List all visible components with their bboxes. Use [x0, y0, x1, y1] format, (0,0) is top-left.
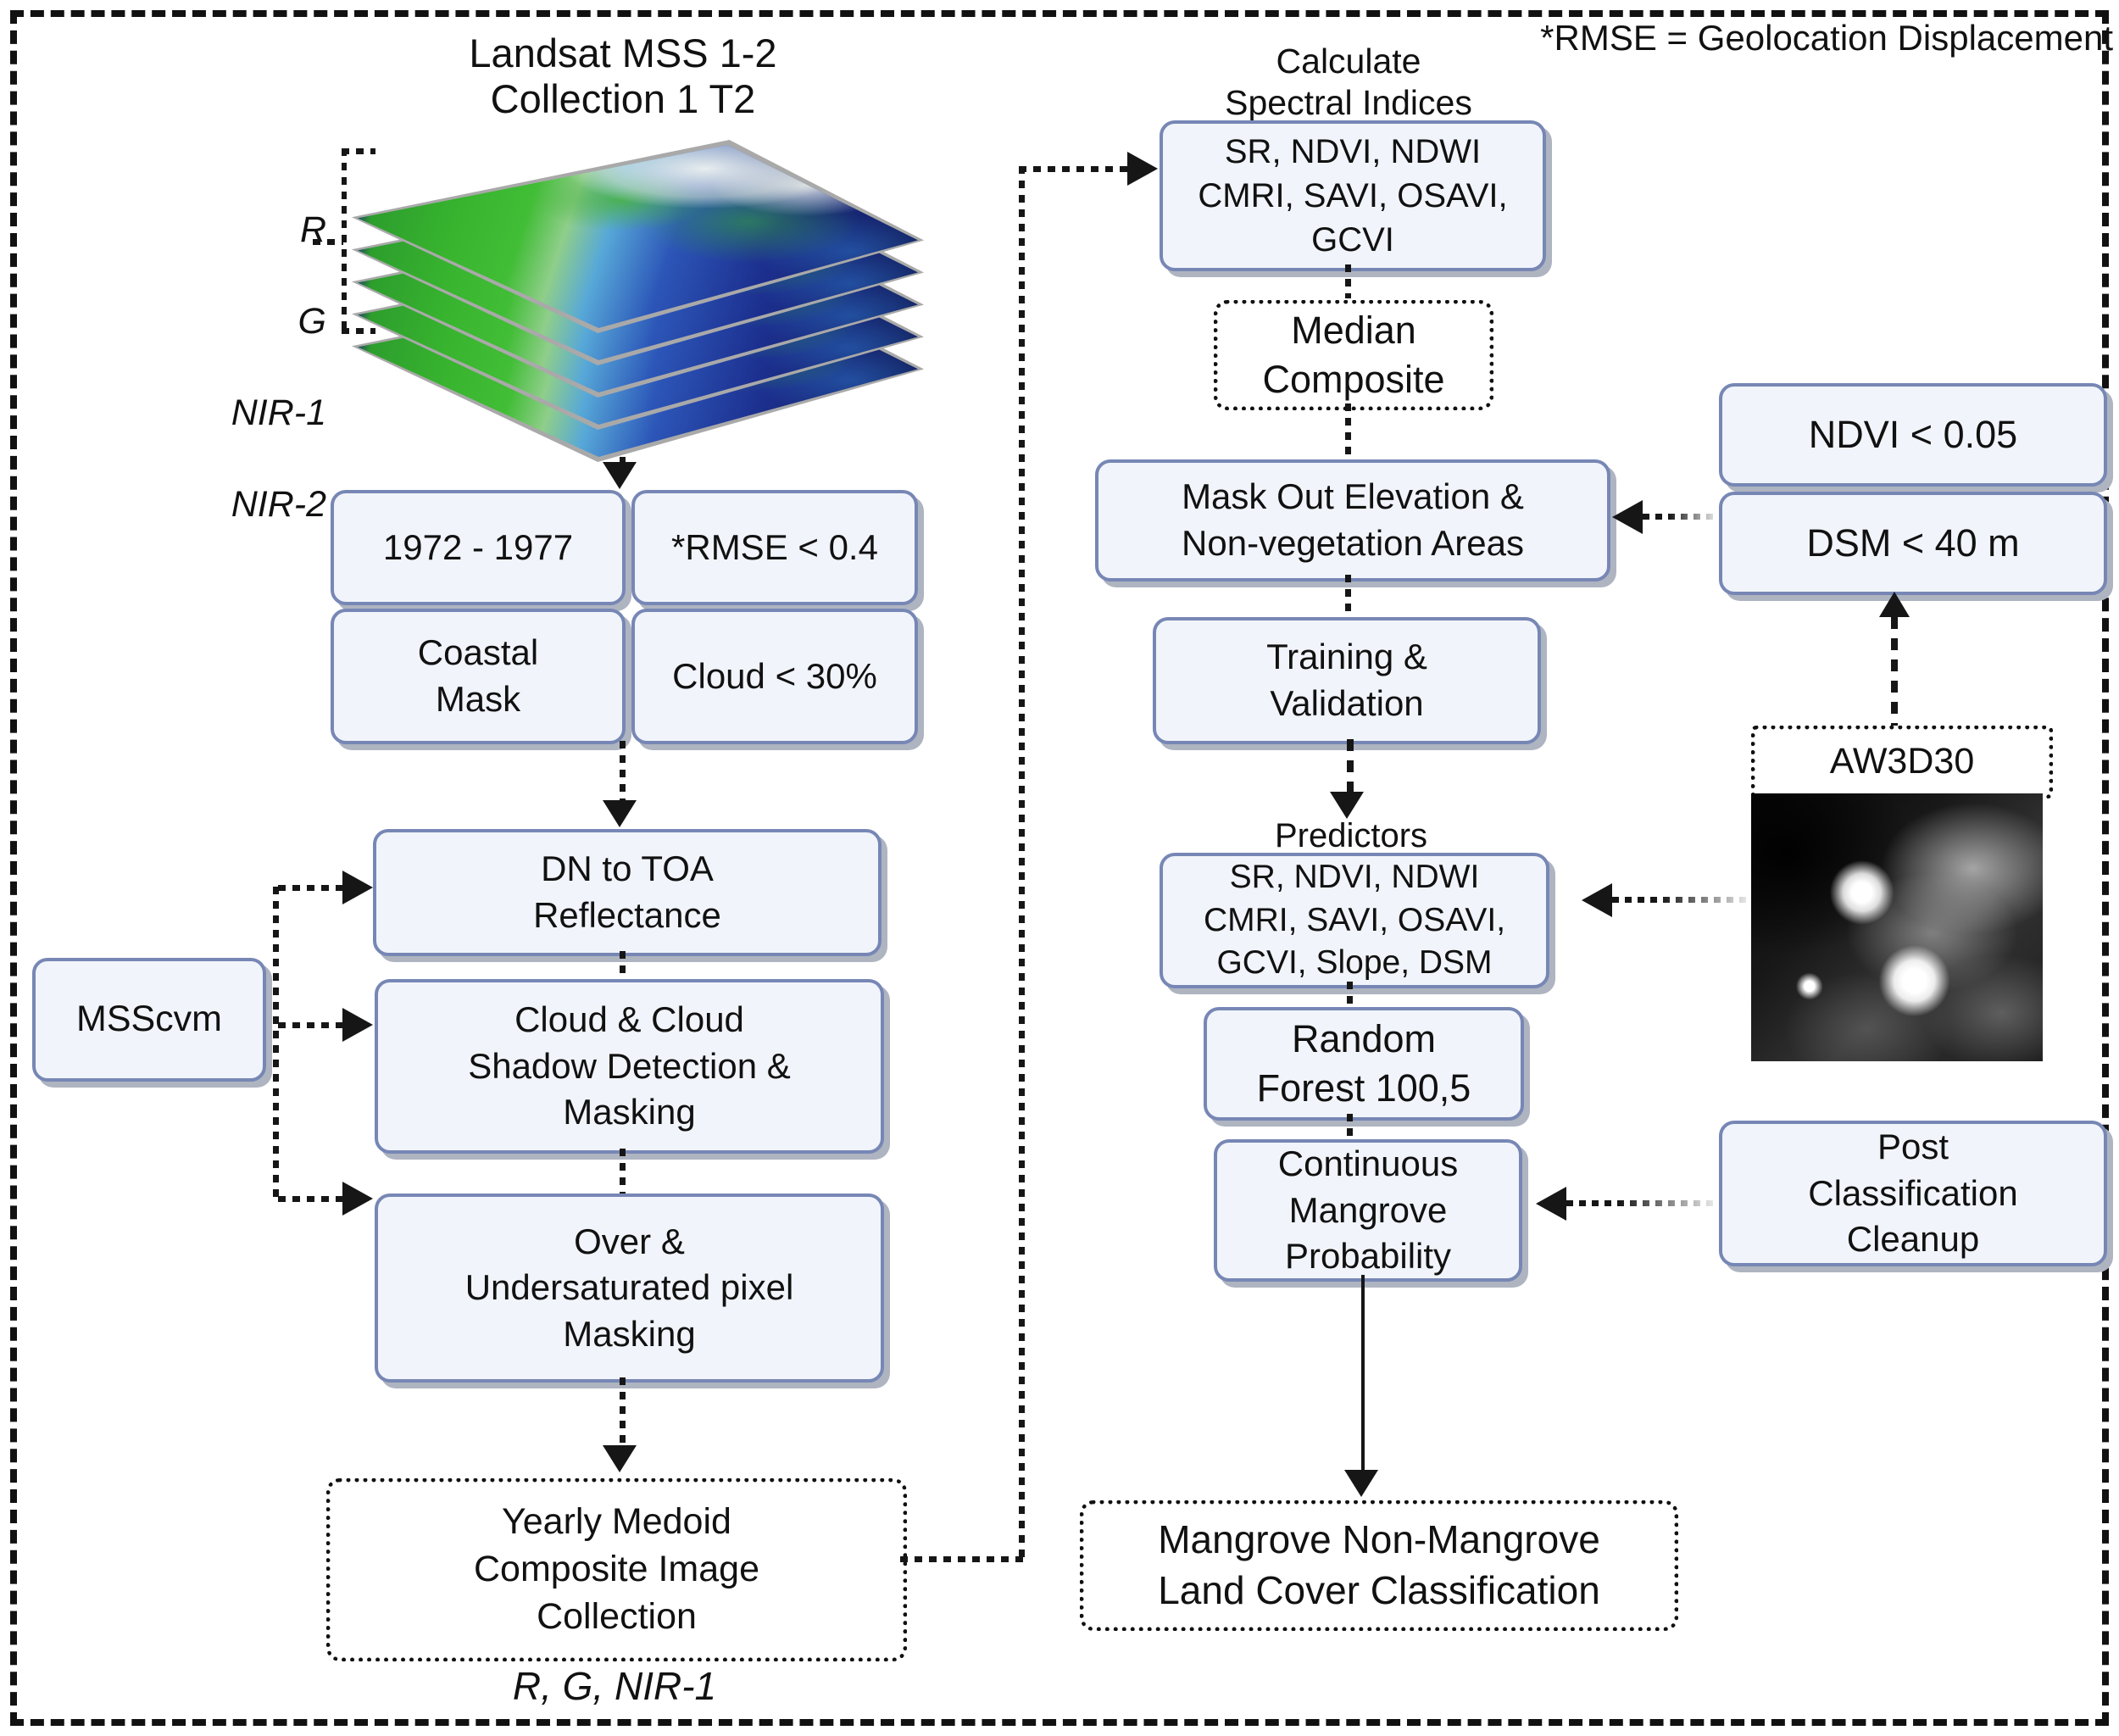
connector-medoid-up — [1019, 166, 1025, 1561]
arrow-left-icon — [1536, 1187, 1566, 1221]
connector-medoid-to-indices — [1019, 166, 1127, 172]
dsm-threshold-box: DSM < 40 m — [1719, 492, 2107, 595]
band-label-nir1: NIR-1 — [231, 392, 326, 433]
band-label-r: R — [299, 209, 326, 250]
arrow-down-icon — [1330, 792, 1364, 819]
dn-to-toa-box: DN to TOA Reflectance — [373, 829, 882, 956]
connector-medoid-right — [900, 1556, 1024, 1562]
msscvm-branch-2 — [278, 1022, 342, 1028]
band-bracket-tick-mid — [313, 239, 343, 245]
connector-median-mask — [1345, 403, 1351, 459]
saturation-mask-box: Over & Undersaturated pixel Masking — [375, 1194, 884, 1383]
band-label-g: G — [298, 301, 326, 342]
arrow-right-icon — [342, 1182, 373, 1216]
yearly-medoid-box: Yearly Medoid Composite Image Collection — [326, 1478, 907, 1661]
connector-cloudshadow-saturation — [620, 1149, 626, 1194]
band-bracket-tick-top — [342, 148, 375, 154]
ndvi-threshold-box: NDVI < 0.05 — [1719, 383, 2107, 487]
coastal-mask-box: Coastal Mask — [331, 609, 626, 744]
calc-indices-label: Calculate Spectral Indices — [1225, 42, 1472, 123]
arrow-down-icon — [603, 1445, 637, 1472]
random-forest-box: Random Forest 100,5 — [1204, 1007, 1524, 1121]
arrow-right-icon — [1127, 152, 1158, 186]
connector-predictors-rf — [1347, 982, 1353, 1007]
msscvm-branch-line — [273, 887, 279, 1202]
cloud-shadow-box: Cloud & Cloud Shadow Detection & Masking — [375, 979, 884, 1154]
arrow-left-icon — [1582, 883, 1612, 917]
arrow-right-icon — [342, 871, 373, 904]
mangrove-probability-box: Continuous Mangrove Probability — [1214, 1139, 1522, 1282]
band-labels: R G NIR-1 NIR-2 — [191, 161, 326, 573]
msscvm-branch-3 — [278, 1196, 342, 1202]
arrow-left-icon — [1612, 500, 1643, 534]
median-composite-box: Median Composite — [1214, 300, 1493, 410]
arrow-saturation-to-medoid — [620, 1377, 626, 1445]
arrow-cleanup-to-probability — [1566, 1200, 1716, 1206]
connector-rf-probability — [1347, 1114, 1353, 1139]
msscvm-branch-1 — [278, 885, 342, 891]
output-bands-label: R, G, NIR-1 — [512, 1664, 717, 1708]
aw3d30-label-box: AW3D30 — [1751, 726, 2053, 798]
arrow-probability-to-final — [1361, 1275, 1365, 1470]
arrow-dem-to-predictors — [1612, 897, 1749, 903]
arrow-training-to-predictors — [1347, 739, 1354, 792]
arrow-down-icon — [1344, 1470, 1378, 1497]
predictors-label: Predictors — [1274, 817, 1428, 854]
rmse-filter-box: *RMSE < 0.4 — [631, 490, 918, 605]
arrow-right-icon — [342, 1008, 373, 1042]
rmse-note: *RMSE = Geolocation Displacement — [1540, 18, 2113, 58]
msscvm-box: MSScvm — [32, 958, 266, 1082]
arrow-down-icon — [603, 800, 637, 827]
connector-indices-median — [1345, 264, 1351, 298]
predictors-box: SR, NDVI, NDWI CMRI, SAVI, OSAVI, GCVI, … — [1160, 853, 1549, 988]
arrow-filters-to-dntoa — [620, 741, 626, 800]
band-label-nir2: NIR-2 — [231, 484, 326, 525]
cloud-filter-box: Cloud < 30% — [631, 609, 918, 744]
mask-out-box: Mask Out Elevation & Non-vegetation Area… — [1095, 459, 1610, 581]
band-bracket-line — [342, 148, 347, 331]
year-range-box: 1972 - 1977 — [331, 490, 626, 605]
arrow-up-icon — [1879, 592, 1910, 617]
dem-elevation-image — [1751, 793, 2043, 1061]
arrow-thresholds-to-mask — [1643, 514, 1717, 520]
arrow-aw3d30-to-dsm — [1891, 617, 1898, 726]
post-cleanup-box: Post Classification Cleanup — [1719, 1121, 2107, 1266]
training-validation-box: Training & Validation — [1153, 617, 1541, 744]
final-classification-box: Mangrove Non-Mangrove Land Cover Classif… — [1080, 1500, 1678, 1631]
source-title: Landsat MSS 1-2 Collection 1 T2 — [469, 31, 777, 122]
connector-dntoa-cloudshadow — [620, 951, 626, 979]
band-bracket-tick-bottom — [342, 328, 375, 334]
spectral-indices-box: SR, NDVI, NDWI CMRI, SAVI, OSAVI, GCVI — [1160, 120, 1546, 271]
arrow-down-icon — [603, 462, 637, 489]
connector-mask-training — [1345, 575, 1351, 617]
landsat-image-stack — [352, 140, 924, 496]
